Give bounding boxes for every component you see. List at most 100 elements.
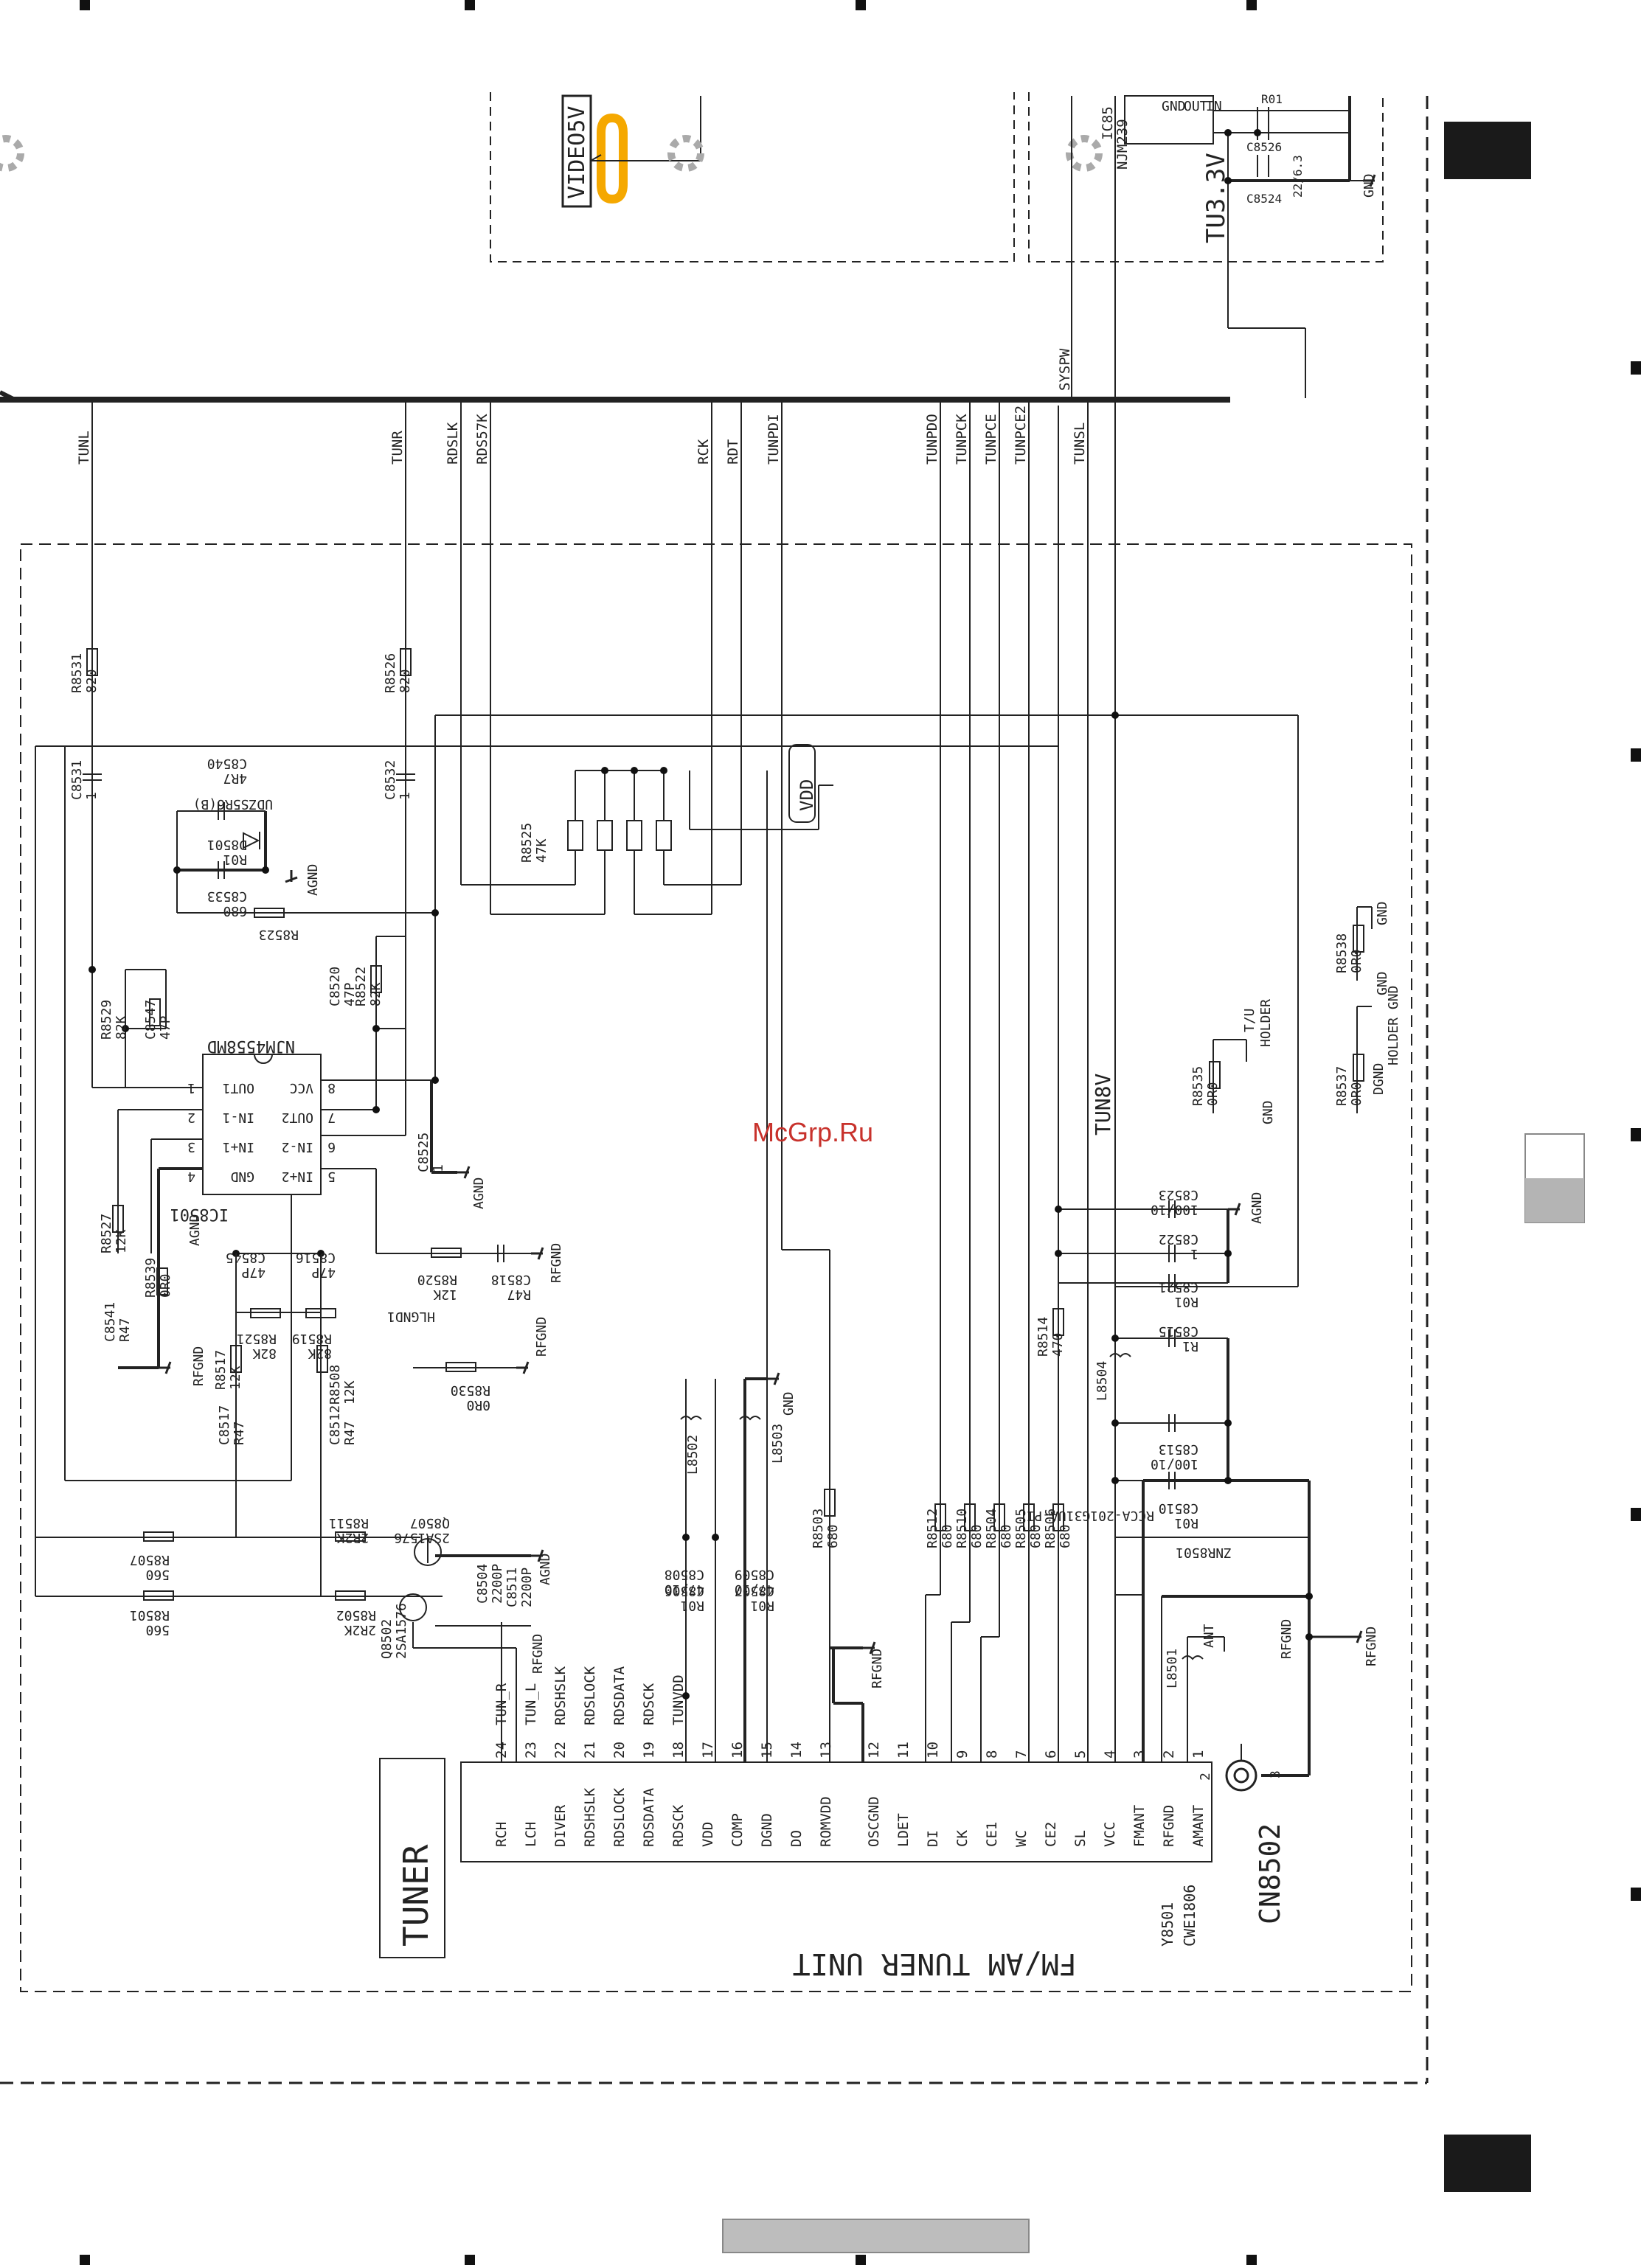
- ic-part: NJM4558MD: [207, 1037, 295, 1055]
- page-tab-bottom: [1444, 2135, 1531, 2192]
- component-r8519-ref: R8519: [292, 1331, 332, 1346]
- component-c8521-ref: C8521: [1159, 1279, 1198, 1295]
- component-r8539-val: 0R0: [158, 1273, 173, 1298]
- component-r8522-val: 82K: [368, 982, 384, 1006]
- ic-pin-5-name: IN+2: [282, 1169, 313, 1184]
- component-r8502-val: 2R2K: [344, 1622, 376, 1638]
- component-c8512-ref: C8512: [327, 1405, 343, 1445]
- tuner-pin-10-name: DI: [925, 1830, 941, 1847]
- module-part: CWE1806: [1181, 1885, 1198, 1947]
- gnd-label-0: GND: [781, 1391, 797, 1416]
- component-r8519-val: 82K: [308, 1346, 332, 1361]
- module-ref: Y8501: [1159, 1902, 1176, 1947]
- ic-pin-6-name: IN-2: [282, 1139, 313, 1155]
- component-r8527-val: 12K: [114, 1229, 129, 1253]
- parts: [83, 174, 1376, 1660]
- tuner-pin-20-num: 20: [611, 1742, 628, 1759]
- component-r8538-val: 0R0: [1349, 949, 1364, 973]
- component-r8507-val: 560: [145, 1567, 170, 1582]
- tuner-pin-3-num: 3: [1131, 1750, 1148, 1759]
- reg-part-label: NJM239: [1114, 119, 1131, 170]
- reg-cap-c8524: C8524: [1246, 192, 1282, 206]
- component-c8523-ref: C8523: [1159, 1187, 1198, 1203]
- rfgnd-label-4: RFGND: [191, 1346, 207, 1386]
- tuner-pin-3-name: FMANT: [1131, 1805, 1148, 1847]
- component-c8513-ref: C8513: [1159, 1441, 1198, 1457]
- component-c8525-ref: C8525: [416, 1133, 431, 1172]
- component-udzs5r6b-ref: UDZS5R6(B): [193, 796, 273, 812]
- ant-label: ANT: [1201, 1624, 1217, 1648]
- component-r8508-val: 12K: [342, 1380, 358, 1405]
- tuner-pin-14-name: DO: [788, 1830, 805, 1847]
- component-c8506-ref: C8506: [665, 1583, 704, 1599]
- tuner-pin-24-num: 24: [493, 1742, 510, 1759]
- component-q8507-val: 2SA1576: [394, 1530, 450, 1545]
- tuner-pin-19-num: 19: [641, 1742, 657, 1759]
- gnd-label-1: GND: [1260, 1100, 1276, 1124]
- component-q8507-ref: Q8507: [410, 1515, 450, 1531]
- tuner-pin-9-num: 9: [954, 1750, 971, 1759]
- rfgnd-label-1: RFGND: [534, 1317, 549, 1357]
- rfgnd-label-6: RFGND: [1364, 1627, 1379, 1666]
- bottom-bar: [722, 2219, 1030, 2253]
- component-l8503-ref: L8503: [770, 1424, 785, 1464]
- tuner-pin-8-name: CE1: [984, 1822, 1000, 1847]
- component-r8526-ref: R8526: [383, 653, 398, 693]
- tuner-pin-5-name: SL: [1072, 1830, 1089, 1847]
- tuner-pin-22-num: 22: [552, 1742, 569, 1759]
- dgnd-label: DGND: [1371, 1063, 1387, 1095]
- component-c8531-val: 1: [84, 792, 100, 800]
- component-c8504-ref: C8504: [475, 1564, 490, 1604]
- tuner-pin-7-num: 7: [1013, 1750, 1030, 1759]
- component-r8530-val: 0R0: [466, 1397, 490, 1413]
- tuner-net-rdsdata: RDSCK: [641, 1683, 657, 1725]
- ic-pin-2-name: IN-1: [223, 1110, 254, 1125]
- tuner-net-diver: RDSHSLK: [552, 1666, 569, 1725]
- znr-label: ZNR8501: [1176, 1545, 1232, 1560]
- component-l8502-ref: L8502: [685, 1435, 701, 1475]
- hlgnd-label: HLGND1: [387, 1309, 435, 1324]
- junctions: [89, 129, 1313, 1700]
- tun8v-label: TUN8V: [1091, 1074, 1115, 1135]
- tuner-label: TUNER: [396, 1844, 436, 1947]
- tuner-pin-13-name: ROMVDD: [818, 1796, 834, 1847]
- component-c8510-ref: C8510: [1159, 1500, 1198, 1516]
- component-c8517-val: R47: [232, 1421, 247, 1445]
- component-c8508-ref: C8508: [665, 1567, 704, 1582]
- component-l8504-ref: L8504: [1094, 1361, 1110, 1401]
- reg-cap-gnd: GND: [1361, 173, 1377, 198]
- watermark: McGrp.Ru: [752, 1117, 874, 1147]
- ic-pin-8-name: VCC: [289, 1080, 313, 1096]
- component-c8510-val: R01: [1174, 1515, 1198, 1531]
- ic-pin-3: 3: [187, 1139, 195, 1155]
- component-c8533-val: 680: [223, 903, 247, 919]
- tuner-pin-21-num: 21: [582, 1742, 598, 1759]
- component-r8507-ref: R8507: [130, 1552, 170, 1568]
- component-c8507-val: R01: [750, 1598, 774, 1613]
- ic-pin-1-name: OUT1: [223, 1080, 254, 1096]
- component-r8503-ref: R8503: [811, 1509, 826, 1548]
- component-r8530-ref: R8530: [451, 1382, 490, 1398]
- component-c8540-val: 4R7: [223, 771, 247, 786]
- component-r8505-val: 680: [1028, 1524, 1044, 1548]
- tuner-pin-16-num: 16: [729, 1742, 746, 1759]
- component-c8515-val: R1: [1182, 1338, 1198, 1354]
- tuner-pin-1-name: AMANT: [1190, 1805, 1207, 1847]
- component-r8529-val: 82K: [114, 1015, 129, 1040]
- rfgnd-label-2: RFGND: [530, 1634, 546, 1674]
- component-c8515-ref: C8515: [1159, 1323, 1198, 1339]
- tuner-pin-1-num: 1: [1190, 1750, 1207, 1759]
- rfgnd-label-0: RFGND: [549, 1243, 564, 1283]
- ic-pin-4: 4: [187, 1169, 195, 1184]
- component-r8511-val: 2R2K: [336, 1530, 369, 1545]
- ic-ref: IC8501: [170, 1205, 229, 1223]
- tuner-pin-17-num: 17: [700, 1742, 716, 1759]
- component-d8501-val: R01: [223, 852, 247, 867]
- component-q8502-val: 2SA1576: [394, 1603, 409, 1659]
- component-c8525-val: 1: [431, 1164, 446, 1172]
- gnd-label-3: GND: [1375, 901, 1390, 925]
- top-nets: [0, 94, 1363, 1582]
- tuner-pin-10-num: 10: [925, 1742, 941, 1759]
